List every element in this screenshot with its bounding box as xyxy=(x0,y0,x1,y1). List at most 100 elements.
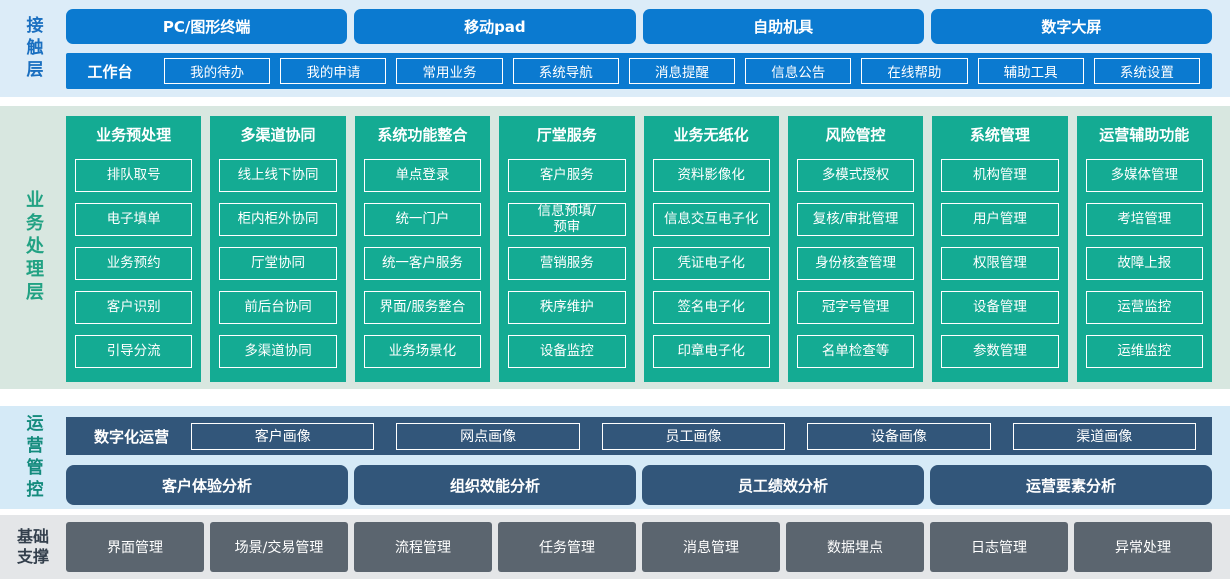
module-fault-report: 故障上报 xyxy=(1085,247,1203,280)
column-paperless-business: 业务无纸化 资料影像化 信息交互电子化 凭证电子化 签名电子化 印章电子化 xyxy=(643,116,779,382)
module-list-check: 名单检查等 xyxy=(796,335,915,368)
column-ops-auxiliary: 运营辅助功能 多媒体管理 考培管理 故障上报 运营监控 运维监控 xyxy=(1076,116,1212,382)
column-title: 风险管控 xyxy=(825,126,886,144)
module-maintenance-monitor: 运维监控 xyxy=(1085,335,1203,368)
module-appointment: 业务预约 xyxy=(75,247,193,280)
analysis-org-efficiency: 组织效能分析 xyxy=(354,465,636,505)
contact-layer-content: PC/图形终端 移动pad 自助机具 数字大屏 工作台 我的待办 我的申请 常用… xyxy=(66,0,1230,97)
foundation-exception-handling: 异常处理 xyxy=(1074,522,1212,572)
workbench-item-navigation: 系统导航 xyxy=(512,58,619,84)
workbench-item-notifications: 消息提醒 xyxy=(628,58,736,84)
foundation-label-col: 基础支撑 xyxy=(0,515,66,579)
channel-self-service: 自助机具 xyxy=(642,9,924,44)
business-layer-content: 业务预处理 排队取号 电子填单 业务预约 客户识别 引导分流 多渠道协同 线上线… xyxy=(66,106,1230,389)
module-voucher-electronic: 凭证电子化 xyxy=(652,247,770,280)
workbench-item-tools: 辅助工具 xyxy=(977,58,1084,84)
digital-ops-bar: 数字化运营 客户画像 网点画像 员工画像 设备画像 渠道画像 xyxy=(66,417,1212,455)
contact-layer-band: 接触层 PC/图形终端 移动pad 自助机具 数字大屏 工作台 我的待办 我的申… xyxy=(0,0,1230,97)
column-risk-control: 风险管控 多模式授权 复核/审批管理 身份核查管理 冠字号管理 名单检查等 xyxy=(787,116,924,382)
column-title: 多渠道协同 xyxy=(240,126,316,144)
module-info-prefill-preaudit: 信息预填/ 预审 xyxy=(508,203,626,236)
module-multichannel-collab: 多渠道协同 xyxy=(219,335,337,368)
analysis-row: 客户体验分析 组织效能分析 员工绩效分析 运营要素分析 xyxy=(66,465,1212,505)
column-multichannel-collab: 多渠道协同 线上线下协同 柜内柜外协同 厅堂协同 前后台协同 多渠道协同 xyxy=(210,116,346,382)
channel-mobile-pad: 移动pad xyxy=(354,9,636,44)
column-business-preprocessing: 业务预处理 排队取号 电子填单 业务预约 客户识别 引导分流 xyxy=(66,116,202,382)
contact-layer-label: 接触层 xyxy=(22,15,43,82)
column-title: 业务无纸化 xyxy=(673,126,749,144)
module-user-mgmt: 用户管理 xyxy=(941,203,1059,236)
module-lobby-collab: 厅堂协同 xyxy=(219,247,337,280)
column-title: 系统功能整合 xyxy=(377,126,468,144)
module-training-mgmt: 考培管理 xyxy=(1085,203,1203,236)
column-title: 运营辅助功能 xyxy=(1099,126,1190,144)
workbench-item-todo: 我的待办 xyxy=(164,58,271,84)
module-customer-service: 客户服务 xyxy=(508,159,626,192)
workbench-item-online-help: 在线帮助 xyxy=(861,58,968,84)
foundation-task-mgmt: 任务管理 xyxy=(498,522,636,572)
workbench-label: 工作台 xyxy=(87,62,133,81)
module-multimode-authorization: 多模式授权 xyxy=(796,159,915,192)
module-business-scenario: 业务场景化 xyxy=(363,335,482,368)
column-system-integration: 系统功能整合 单点登录 统一门户 统一客户服务 界面/服务整合 业务场景化 xyxy=(354,116,491,382)
foundation-data-tracking: 数据埋点 xyxy=(786,522,924,572)
foundation-ui-mgmt: 界面管理 xyxy=(66,522,204,572)
business-layer-band: 业务处理层 业务预处理 排队取号 电子填单 业务预约 客户识别 引导分流 多渠道… xyxy=(0,106,1230,389)
module-counter-collab: 柜内柜外协同 xyxy=(219,203,337,236)
foundation-process-mgmt: 流程管理 xyxy=(354,522,492,572)
module-review-approval: 复核/审批管理 xyxy=(796,203,915,236)
portrait-branch: 网点画像 xyxy=(396,422,580,450)
module-order-maintenance: 秩序维护 xyxy=(508,291,626,324)
business-layer-label-col: 业务处理层 xyxy=(0,106,66,389)
channel-pc-terminal: PC/图形终端 xyxy=(66,9,348,44)
foundation-band: 基础支撑 界面管理 场景/交易管理 流程管理 任务管理 消息管理 数据埋点 日志… xyxy=(0,515,1230,579)
workbench-bar: 工作台 我的待办 我的申请 常用业务 系统导航 消息提醒 信息公告 在线帮助 辅… xyxy=(66,53,1212,89)
module-identity-verification: 身份核查管理 xyxy=(796,247,915,280)
module-customer-identify: 客户识别 xyxy=(75,291,193,324)
module-guide-divert: 引导分流 xyxy=(75,335,193,368)
column-title: 厅堂服务 xyxy=(536,126,597,144)
column-lobby-service: 厅堂服务 客户服务 信息预填/ 预审 营销服务 秩序维护 设备监控 xyxy=(499,116,635,382)
module-document-imaging: 资料影像化 xyxy=(652,159,770,192)
workbench-item-common-business: 常用业务 xyxy=(396,58,503,84)
channel-digital-screen: 数字大屏 xyxy=(930,9,1212,44)
module-parameter-mgmt: 参数管理 xyxy=(941,335,1059,368)
module-serial-number-mgmt: 冠字号管理 xyxy=(796,291,915,324)
analysis-employee-performance: 员工绩效分析 xyxy=(642,465,924,505)
module-device-mgmt: 设备管理 xyxy=(941,291,1059,324)
portrait-customer: 客户画像 xyxy=(191,422,375,450)
foundation-message-mgmt: 消息管理 xyxy=(642,522,780,572)
workbench-item-settings: 系统设置 xyxy=(1093,58,1200,84)
module-queue-ticket: 排队取号 xyxy=(75,159,193,192)
column-title: 业务预处理 xyxy=(96,126,172,144)
module-unified-customer-service: 统一客户服务 xyxy=(363,247,482,280)
operations-label-col: 运营管控 xyxy=(0,406,66,509)
module-signature-electronic: 签名电子化 xyxy=(652,291,770,324)
foundation-label: 基础支撑 xyxy=(16,527,49,566)
module-seal-electronic: 印章电子化 xyxy=(652,335,770,368)
operations-content: 数字化运营 客户画像 网点画像 员工画像 设备画像 渠道画像 客户体验分析 组织… xyxy=(66,406,1230,509)
portrait-employee: 员工画像 xyxy=(601,422,786,450)
operations-label: 运营管控 xyxy=(22,413,43,502)
foundation-scenario-transaction-mgmt: 场景/交易管理 xyxy=(210,522,348,572)
module-online-offline-collab: 线上线下协同 xyxy=(219,159,337,192)
digital-ops-label: 数字化运营 xyxy=(94,427,170,446)
module-operation-monitor: 运营监控 xyxy=(1085,291,1203,324)
analysis-ops-elements: 运营要素分析 xyxy=(930,465,1212,505)
module-front-back-collab: 前后台协同 xyxy=(219,291,337,324)
module-marketing-service: 营销服务 xyxy=(508,247,626,280)
module-device-monitor: 设备监控 xyxy=(508,335,626,368)
workbench-item-announcements: 信息公告 xyxy=(745,58,852,84)
column-title: 系统管理 xyxy=(969,126,1030,144)
module-single-sign-on: 单点登录 xyxy=(363,159,482,192)
portrait-channel: 渠道画像 xyxy=(1012,422,1196,450)
foundation-content: 界面管理 场景/交易管理 流程管理 任务管理 消息管理 数据埋点 日志管理 异常… xyxy=(66,515,1230,579)
module-multimedia-mgmt: 多媒体管理 xyxy=(1085,159,1203,192)
module-e-form: 电子填单 xyxy=(75,203,193,236)
channel-row: PC/图形终端 移动pad 自助机具 数字大屏 xyxy=(66,9,1212,44)
module-ui-service-integration: 界面/服务整合 xyxy=(363,291,482,324)
analysis-customer-experience: 客户体验分析 xyxy=(66,465,348,505)
business-layer-label: 业务处理层 xyxy=(23,190,44,305)
operations-band: 运营管控 数字化运营 客户画像 网点画像 员工画像 设备画像 渠道画像 客户体验… xyxy=(0,406,1230,509)
